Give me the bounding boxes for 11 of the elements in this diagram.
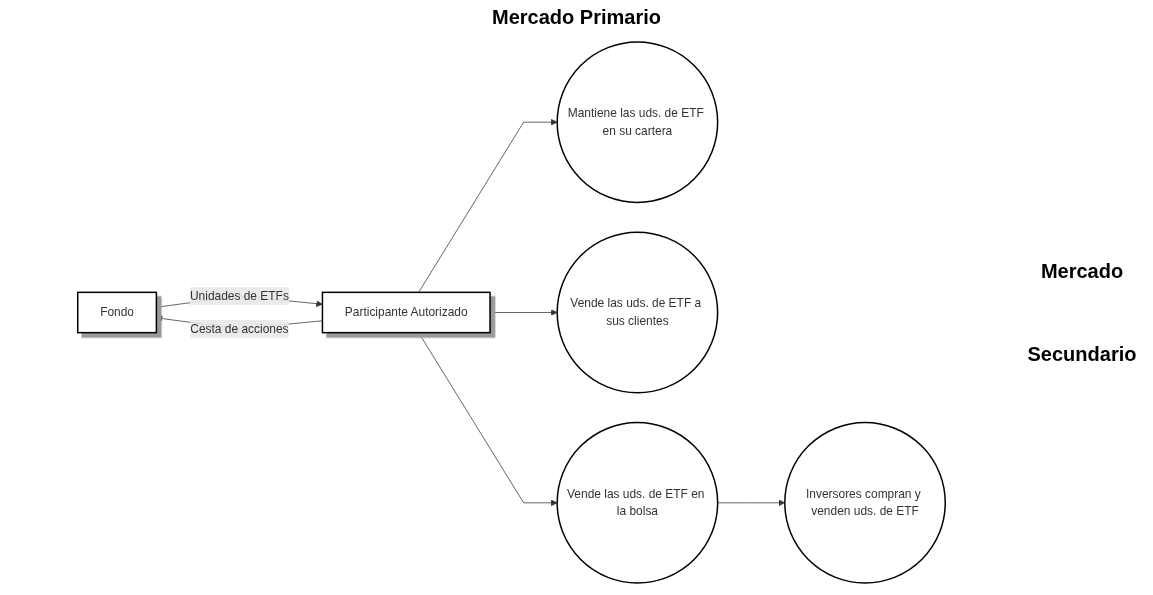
- node-circle: Inversores compran y venden uds. de ETF: [784, 421, 946, 584]
- node-circle: Mantiene las uds. de ETF en su cartera: [556, 41, 719, 204]
- node-circle: Vende las uds. de ETF a sus clientes: [556, 231, 719, 394]
- market-label: Mercado: [1040, 259, 1124, 283]
- node-circle: Vende las uds. de ETF en la bolsa: [556, 421, 719, 584]
- market-label: Mercado Primario: [491, 6, 662, 29]
- market-label: Secundario: [1027, 342, 1137, 366]
- edge-label: Unidades de ETFs: [189, 289, 289, 303]
- node-box: Participante Autorizado: [321, 291, 491, 334]
- edge-label: Cesta de acciones: [190, 322, 289, 335]
- node-box: Fondo: [77, 291, 158, 334]
